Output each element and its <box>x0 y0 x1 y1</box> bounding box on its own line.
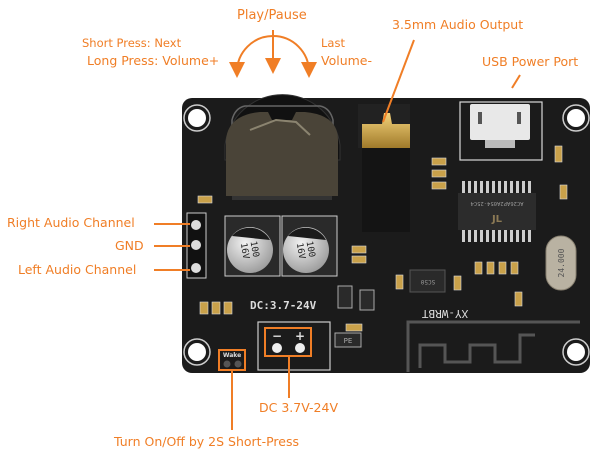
capacitor: 100 16V <box>224 215 281 277</box>
pcb-antenna <box>406 320 580 372</box>
usb-port[interactable] <box>459 101 543 161</box>
svg-text:AC26AP2A054-25C4: AC26AP2A054-25C4 <box>470 200 524 206</box>
label-volume-down: Volume- <box>321 53 373 68</box>
label-audio-output: 3.5mm Audio Output <box>392 17 524 32</box>
diode <box>359 289 375 311</box>
mounting-hole <box>562 104 590 132</box>
label-short-press-next: Short Press: Next <box>82 36 182 50</box>
audio-output-leader <box>382 39 415 123</box>
plus-sign: + <box>295 329 305 343</box>
label-wake-instruction: Turn On/Off by 2S Short-Press <box>114 434 299 449</box>
bluetooth-chip: AC26AP2A054-25C4 JL <box>458 181 536 242</box>
rotary-knob[interactable] <box>224 94 341 200</box>
pin-left <box>191 263 201 273</box>
label-usb-power-port: USB Power Port <box>482 54 579 69</box>
pin-right <box>191 220 201 230</box>
pin-gnd <box>191 240 201 250</box>
mounting-hole <box>562 338 590 366</box>
svg-text:100: 100 <box>248 240 261 258</box>
dc-silk-label: DC:3.7-24V <box>250 299 317 312</box>
mounting-hole <box>183 338 211 366</box>
capacitor: 100 16V <box>281 215 338 277</box>
pe-diode: PE <box>334 332 362 348</box>
label-left-audio-channel: Left Audio Channel <box>18 262 137 277</box>
label-play-pause: Play/Pause <box>237 8 307 23</box>
svg-text:JL: JL <box>491 214 503 225</box>
diode <box>337 285 353 309</box>
svg-text:100: 100 <box>304 240 317 258</box>
svg-text:16V: 16V <box>294 242 307 260</box>
smd-components <box>197 145 568 332</box>
voltage-regulator: SC50 <box>409 269 446 293</box>
svg-text:PE: PE <box>344 337 353 345</box>
svg-text:16V: 16V <box>238 242 251 260</box>
label-dc-input: DC 3.7V-24V <box>259 400 338 415</box>
crystal-oscillator: 24.000 <box>545 235 577 291</box>
svg-text:SC50: SC50 <box>420 278 435 285</box>
label-gnd: GND <box>115 238 144 253</box>
svg-text:24.000: 24.000 <box>557 248 566 277</box>
usb-leader <box>511 74 521 89</box>
power-terminal[interactable]: − + <box>257 321 331 371</box>
label-long-press-volume-up: Long Press: Volume+ <box>87 53 220 68</box>
svg-text:Wake: Wake <box>223 352 241 359</box>
mounting-hole <box>183 104 211 132</box>
label-right-audio-channel: Right Audio Channel <box>7 215 135 230</box>
label-last: Last <box>321 36 345 50</box>
minus-sign: − <box>272 329 282 343</box>
audio-jack[interactable] <box>358 104 410 232</box>
board-model: XY-WRBT <box>421 307 468 320</box>
